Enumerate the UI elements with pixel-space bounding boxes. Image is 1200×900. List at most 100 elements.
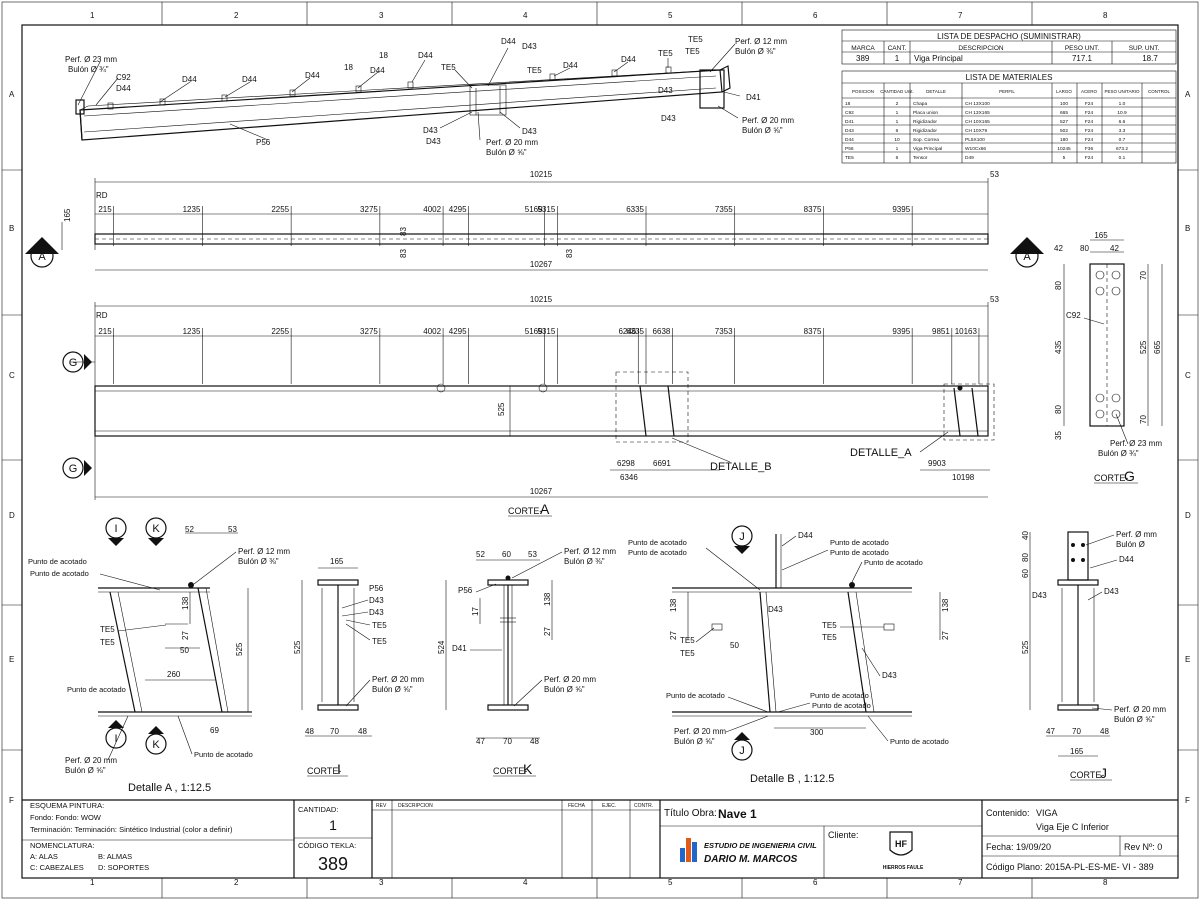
dim-value: 2255 — [271, 327, 289, 336]
contenido-value: VIGA — [1036, 808, 1058, 818]
materials-cell: 10.9 — [1117, 110, 1127, 116]
row-label: B — [9, 224, 14, 233]
dim-value: 8375 — [804, 327, 822, 336]
part-label: D44 — [1119, 555, 1134, 564]
dim-bottom: 6298 — [617, 459, 635, 468]
materials-cell: 6 — [896, 155, 899, 161]
dim-value: 6246 — [618, 327, 636, 336]
dim-total: 10215 — [530, 170, 553, 179]
part-label: TE5 — [100, 638, 115, 647]
dim-value: 4295 — [449, 327, 467, 336]
corte-label: CORTE- — [508, 506, 542, 516]
col-label: 7 — [958, 878, 963, 887]
bulon-label: Bulón Ø ⅝" — [372, 685, 413, 694]
punto-label: Punto de acotado — [194, 750, 253, 759]
svg-text:HF: HF — [895, 839, 907, 849]
part-label: TE5 — [372, 621, 387, 630]
dim: 70 — [1139, 415, 1148, 424]
detail-a-view: 52 53 138 27 50 260 525 69 TE5 TE5 Punto… — [28, 517, 290, 794]
col-label: 5 — [668, 878, 673, 887]
bulon-label: Bulón Ø ⅝" — [1114, 715, 1155, 724]
iso-perf-label: Perf. Ø 12 mm — [735, 37, 787, 46]
part-label: P56 — [458, 586, 473, 595]
perf-label: Perf. Ø 20 mm — [674, 727, 726, 736]
dim: 138 — [181, 596, 190, 610]
corte-id: I — [337, 761, 341, 777]
dispatch-cell: 18.7 — [1142, 54, 1158, 63]
col-label: 1 — [90, 878, 95, 887]
client-logo-icon: HF HIERROS FAULE — [883, 831, 924, 871]
materials-cell: 0.7 — [1119, 137, 1126, 143]
paint-title: ESQUEMA PINTURA: — [30, 801, 104, 810]
dim-value: 3275 — [360, 327, 378, 336]
materials-cell: D43 — [845, 128, 854, 134]
dim: 48 — [1100, 727, 1109, 736]
dim: 52 — [185, 525, 194, 534]
corte-i-view: 165 525 48 70 48 P56 D43 D43 TE5 TE5 Per… — [293, 557, 424, 777]
dim: 70 — [1139, 271, 1148, 280]
dim: 27 — [181, 631, 190, 640]
materials-cell: Viga Principal — [913, 146, 942, 152]
row-label: D — [1185, 511, 1191, 520]
corte-label: CORTE- — [1094, 473, 1128, 483]
dim-overall: 10267 — [530, 260, 553, 269]
detail-b-view: 138 27 50 138 27 300 D44 D43 D43 TE5 TE5… — [628, 525, 950, 785]
col-label: 8 — [1103, 878, 1108, 887]
iso-bulon-label: Bulón Ø ⅝" — [486, 148, 527, 157]
part-label: D43 — [1104, 587, 1119, 596]
codigo-plano: Código Plano: 2015A-PL-ES-ME- VI - 389 — [986, 862, 1154, 872]
col-label: 4 — [523, 878, 528, 887]
perf-label: Perf. Ø 20 mm — [1114, 705, 1166, 714]
dim: 70 — [503, 737, 512, 746]
punto-label: Punto de acotado — [628, 538, 687, 547]
perf-label: Perf. Ø 20 mm — [544, 675, 596, 684]
iso-part-label: D44 — [621, 55, 636, 64]
dispatch-cell: 389 — [856, 54, 870, 63]
materials-cell: F36 — [1085, 146, 1094, 152]
dim-value: 5315 — [537, 205, 555, 214]
part-label: D43 — [369, 596, 384, 605]
part-label: D43 — [768, 605, 783, 614]
dim-height: 525 — [497, 402, 506, 416]
dim: 27 — [669, 631, 678, 640]
row-label: A — [9, 90, 15, 99]
section-marker-g-bottom: G — [62, 457, 92, 479]
materials-cell: F24 — [1085, 137, 1094, 143]
perf-label: Perf. Ø 12 mm — [238, 547, 290, 556]
bulon-label: Bulón Ø ⅜" — [238, 557, 279, 566]
row-label: C — [1185, 371, 1191, 380]
dim: 53 — [228, 525, 237, 534]
iso-part-label: TE5 — [685, 47, 700, 56]
section-marker-i: I I — [105, 517, 127, 749]
iso-part-label: 18 — [344, 63, 353, 72]
rev-number: Rev Nº: 0 — [1124, 842, 1162, 852]
detail-b-callout: DETALLE_B — [710, 461, 772, 473]
col-label: 5 — [668, 11, 673, 20]
nomen-item: A: ALAS — [30, 852, 58, 861]
punto-label: Punto de acotado — [628, 548, 687, 557]
part-label: D43 — [882, 671, 897, 680]
iso-part-label: P56 — [256, 138, 271, 147]
materials-cell: TE5 — [845, 155, 854, 161]
materials-cell: 2 — [896, 101, 899, 107]
perf-label: Perf. Ø 20 mm — [372, 675, 424, 684]
iso-part-label: TE5 — [658, 49, 673, 58]
perf-label: Perf. Ø 23 mm — [1110, 439, 1162, 448]
iso-part-label: D44 — [305, 71, 320, 80]
part-label: TE5 — [822, 621, 837, 630]
rev-header: EJEC. — [602, 803, 616, 809]
dim-bottom: 6346 — [620, 473, 638, 482]
part-label: P56 — [369, 584, 384, 593]
nomen-item: D: SOPORTES — [98, 863, 149, 872]
contenido-value-2: Viga Eje C Inferior — [1036, 822, 1109, 832]
iso-part-label: D43 — [661, 114, 676, 123]
svg-text:I: I — [114, 733, 117, 745]
dim: 138 — [669, 598, 678, 612]
col-label: 6 — [813, 11, 818, 20]
dim: 27 — [941, 631, 950, 640]
materials-cell: 527 — [1060, 119, 1068, 125]
cantidad-label: CANTIDAD: — [298, 805, 338, 814]
part-label: TE5 — [372, 637, 387, 646]
